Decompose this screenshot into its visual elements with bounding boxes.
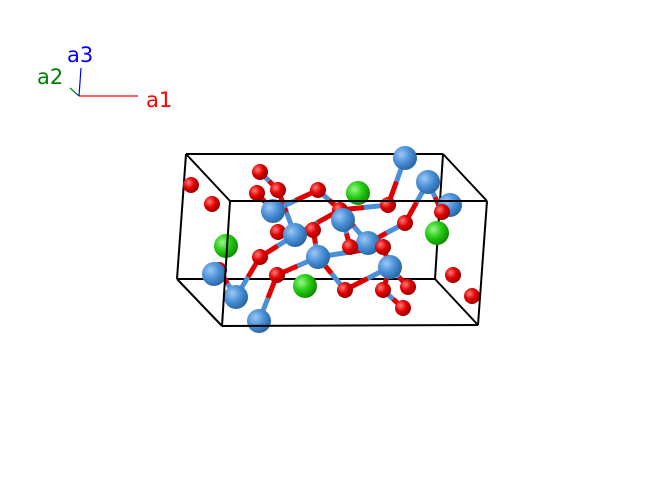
green-atom bbox=[293, 274, 317, 298]
oxygen-atom bbox=[445, 267, 461, 283]
oxygen-atom bbox=[434, 204, 450, 220]
oxygen-atom bbox=[397, 215, 413, 231]
oxygen-atom bbox=[269, 267, 285, 283]
blue-atom bbox=[202, 262, 226, 286]
cell-edge bbox=[185, 153, 231, 202]
bonds bbox=[212, 157, 445, 322]
atoms bbox=[183, 146, 480, 333]
oxygen-atom bbox=[400, 279, 416, 295]
oxygen-atom bbox=[270, 224, 286, 240]
oxygen-atom bbox=[183, 177, 199, 193]
blue-atom bbox=[261, 199, 285, 223]
cell-edge bbox=[434, 278, 479, 326]
oxygen-atom bbox=[270, 182, 286, 198]
cell-edge bbox=[221, 324, 479, 327]
oxygen-atom bbox=[375, 239, 391, 255]
blue-atom bbox=[224, 285, 248, 309]
a2-axis-line bbox=[69, 87, 80, 97]
a2-axis-label: a2 bbox=[37, 65, 63, 89]
blue-atom bbox=[393, 146, 417, 170]
oxygen-atom bbox=[249, 185, 265, 201]
cell-edge bbox=[176, 153, 187, 280]
oxygen-atom bbox=[337, 282, 353, 298]
a3-axis-label: a3 bbox=[67, 43, 93, 67]
unit-cell-front-edges bbox=[221, 200, 488, 327]
a1-axis-label: a1 bbox=[146, 88, 172, 112]
green-atom bbox=[346, 181, 370, 205]
oxygen-atom bbox=[380, 197, 396, 213]
axis-indicator: a1 a2 a3 bbox=[37, 43, 172, 112]
oxygen-atom bbox=[342, 239, 358, 255]
blue-atom bbox=[331, 208, 355, 232]
cell-edge bbox=[477, 200, 488, 326]
blue-atom bbox=[306, 245, 330, 269]
blue-atom bbox=[247, 309, 271, 333]
oxygen-atom bbox=[305, 222, 321, 238]
cell-edge bbox=[442, 153, 488, 202]
green-atom bbox=[214, 234, 238, 258]
blue-atom bbox=[356, 231, 380, 255]
blue-atom bbox=[378, 255, 402, 279]
blue-atom bbox=[416, 170, 440, 194]
green-atom bbox=[425, 221, 449, 245]
oxygen-atom bbox=[310, 182, 326, 198]
a3-axis-line bbox=[78, 67, 82, 97]
oxygen-atom bbox=[464, 288, 480, 304]
blue-atom bbox=[283, 223, 307, 247]
oxygen-atom bbox=[204, 196, 220, 212]
oxygen-atom bbox=[252, 249, 268, 265]
oxygen-atom bbox=[395, 300, 411, 316]
cell-edge bbox=[176, 278, 223, 327]
oxygen-atom bbox=[375, 282, 391, 298]
cell-edge bbox=[221, 200, 231, 327]
oxygen-atom bbox=[252, 164, 268, 180]
